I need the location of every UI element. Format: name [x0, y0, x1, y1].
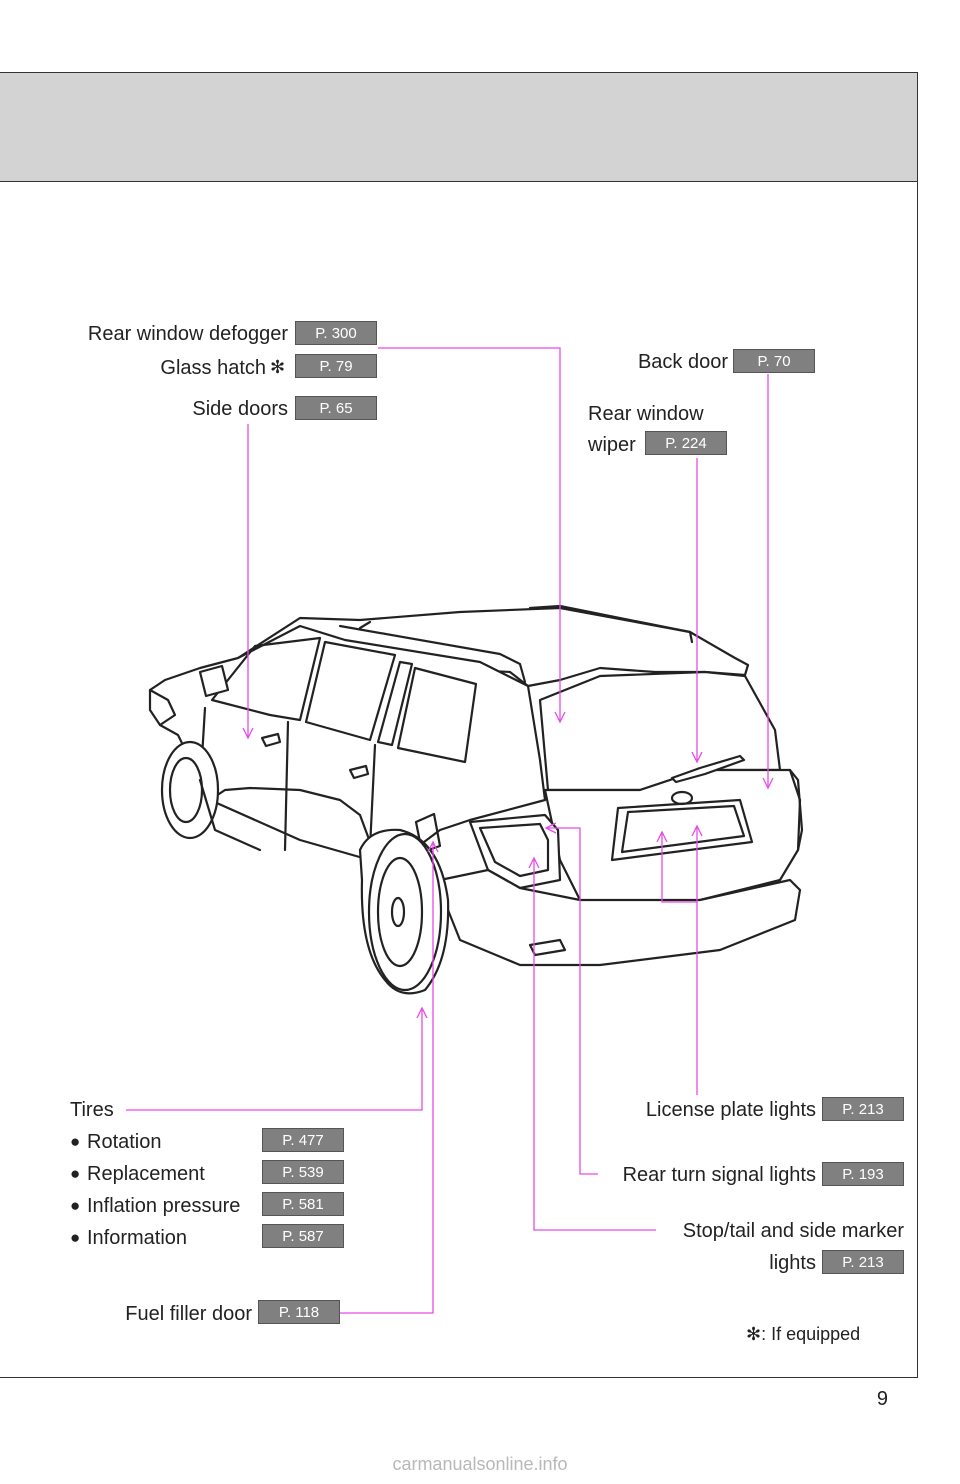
page-badge-inflation-pressure[interactable]: P. 581: [262, 1192, 344, 1216]
page-badge-rear-window-defogger[interactable]: P. 300: [295, 321, 377, 345]
leader-arrowheads: [242, 711, 774, 1019]
page-badge-rear-turn-signal-lights[interactable]: P. 193: [822, 1162, 904, 1186]
page-frame: [0, 72, 918, 1378]
watermark: carmanualsonline.info: [392, 1454, 568, 1474]
label-rear-window-wiper-line2: wiper: [588, 434, 636, 456]
label-replacement: Replacement: [87, 1163, 205, 1185]
label-back-door: Back door: [637, 351, 728, 373]
label-tires: Tires: [70, 1099, 114, 1121]
header-band: [0, 72, 918, 182]
page-badge-rear-window-wiper[interactable]: P. 224: [645, 431, 727, 455]
page-badge-replacement[interactable]: P. 539: [262, 1160, 344, 1184]
leader-rear-turn-signal: [546, 827, 598, 1175]
page-badge-glass-hatch[interactable]: P. 79: [295, 354, 377, 378]
page-badge-license-plate-lights[interactable]: P. 213: [822, 1097, 904, 1121]
bullet-information: ●: [70, 1228, 81, 1247]
footnote: ✻: If equipped: [746, 1324, 860, 1345]
bullet-inflation-pressure: ●: [70, 1196, 81, 1215]
label-rotation: Rotation: [87, 1131, 162, 1153]
bullet-rotation: ●: [70, 1132, 81, 1151]
leader-tires: [126, 1008, 423, 1111]
label-stop-tail-line1: Stop/tail and side marker: [682, 1220, 904, 1242]
label-information: Information: [87, 1227, 188, 1249]
label-stop-tail-line2: lights: [769, 1252, 816, 1274]
suv-illustration: [148, 604, 804, 995]
page-badge-back-door[interactable]: P. 70: [733, 349, 815, 373]
leader-lines: [126, 347, 769, 1314]
leader-fuel-filler-door: [340, 842, 434, 1314]
page-badge-stop-tail-lights[interactable]: P. 213: [822, 1250, 904, 1274]
footnote-mark: ✻: [746, 1324, 762, 1344]
leader-stop-tail: [533, 858, 656, 1231]
footnote-text: : If equipped: [761, 1324, 861, 1344]
leader-license-plate-lights-2: [661, 832, 697, 903]
page-badge-information[interactable]: P. 587: [262, 1224, 344, 1248]
label-side-doors: Side doors: [192, 398, 288, 420]
label-rear-window-wiper-line1: Rear window: [588, 403, 704, 425]
page-badge-fuel-filler-door[interactable]: P. 118: [258, 1300, 340, 1324]
label-license-plate-lights: License plate lights: [645, 1099, 816, 1121]
if-equipped-mark: ✻: [270, 357, 286, 377]
bullet-replacement: ●: [70, 1164, 81, 1183]
label-fuel-filler-door: Fuel filler door: [125, 1303, 252, 1325]
label-glass-hatch: Glass hatch: [160, 357, 266, 379]
label-rear-window-defogger: Rear window defogger: [87, 323, 288, 345]
label-inflation-pressure: Inflation pressure: [87, 1195, 241, 1217]
page-badge-side-doors[interactable]: P. 65: [295, 396, 377, 420]
page-number: 9: [876, 1388, 888, 1410]
label-rear-turn-signal-lights: Rear turn signal lights: [622, 1164, 816, 1186]
leader-rear-window-defogger: [378, 347, 561, 722]
page-badge-rotation[interactable]: P. 477: [262, 1128, 344, 1152]
